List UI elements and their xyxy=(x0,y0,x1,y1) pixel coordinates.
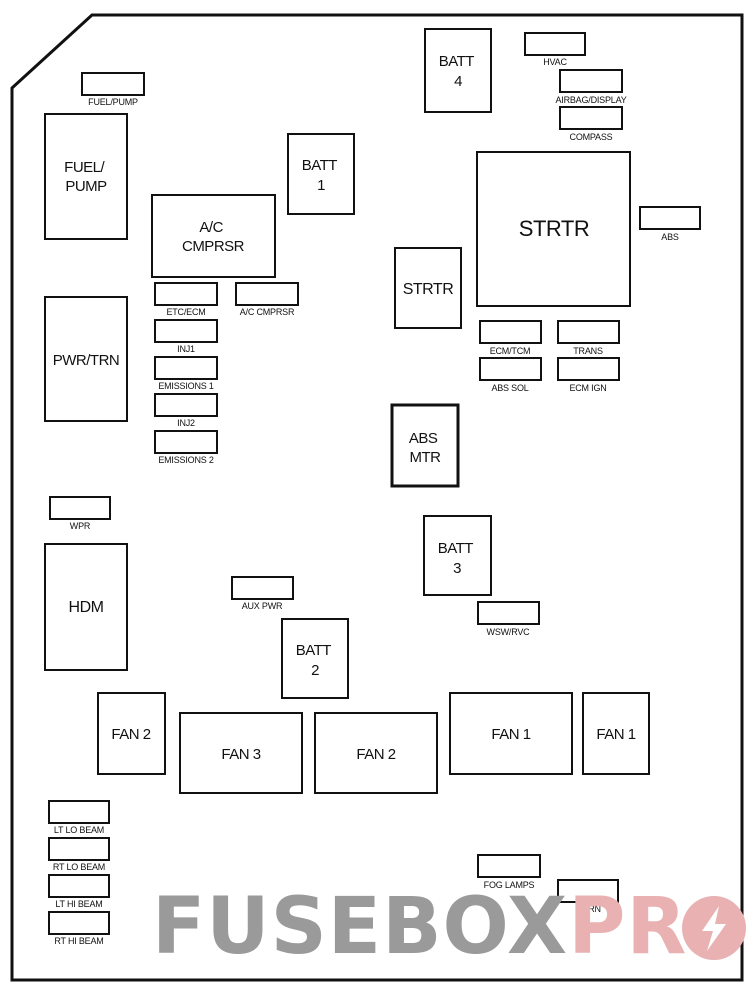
fuse-label-hvac: HVAC xyxy=(543,57,567,67)
relay-fan3-text: FAN 3 xyxy=(221,746,260,763)
fuse-label-fog-lamps: FOG LAMPS xyxy=(483,880,535,890)
fuse-fog-lamps xyxy=(477,854,541,878)
fuse-rt-lo-beam xyxy=(48,837,110,861)
fuse-label-wsw-rvc: WSW/RVC xyxy=(486,627,530,637)
relay-fuel-pump-line1: FUEL/ xyxy=(64,159,105,176)
fuse-wsw-rvc xyxy=(477,601,540,625)
relay-batt4-line2: 4 xyxy=(454,73,462,90)
relay-batt1-line1: BATT xyxy=(302,157,338,174)
fuse-lt-lo-beam xyxy=(48,800,110,824)
fuse-label-lt-lo-beam: LT LO BEAM xyxy=(53,825,105,835)
relay-abs-mtr-line1: ABS xyxy=(409,430,438,447)
relay-batt4 xyxy=(424,28,492,113)
fuse-label-trans: TRANS xyxy=(573,346,603,356)
relay-batt4-text: BATT 4 xyxy=(439,53,478,90)
relay-abs-mtr-text: ABS MTR xyxy=(409,430,441,466)
fuse-aux-pwr xyxy=(231,576,294,600)
relay-hdm xyxy=(44,543,128,671)
relay-strtr-small xyxy=(394,247,462,329)
relay-ac-cmprsr-line2: CMPRSR xyxy=(182,238,245,255)
relay-batt1-text: BATT 1 xyxy=(302,157,341,194)
relay-fan1-mid xyxy=(449,692,573,775)
relay-batt3-text: BATT 3 xyxy=(438,540,477,577)
relay-batt2 xyxy=(281,618,349,699)
fuse-abs-sol xyxy=(479,357,542,381)
relay-fan3 xyxy=(179,712,303,794)
fuse-inj1 xyxy=(154,319,218,343)
fuse-label-horn: HORN xyxy=(575,904,601,914)
relay-fan1-mid-text: FAN 1 xyxy=(491,726,530,743)
relay-pwr-trn xyxy=(44,296,128,422)
relay-fuel-pump-line2: PUMP xyxy=(65,178,107,195)
fuse-wpr xyxy=(49,496,111,520)
fuse-label-rt-lo-beam: RT LO BEAM xyxy=(52,862,106,872)
relay-fan2-mid xyxy=(314,712,438,794)
fuse-label-aux-pwr: AUX PWR xyxy=(241,601,283,611)
fuse-ecm-tcm xyxy=(479,320,542,344)
fuse-etc-ecm xyxy=(154,282,218,306)
fuse-horn xyxy=(557,879,619,903)
fuse-label-rt-hi-beam: RT HI BEAM xyxy=(54,936,104,946)
fuse-label-airbag-display: AIRBAG/DISPLAY xyxy=(555,95,627,105)
relay-batt4-line1: BATT xyxy=(439,53,475,70)
relay-fuel-pump-text: FUEL/ PUMP xyxy=(64,159,108,195)
relay-strtr-large xyxy=(476,151,631,307)
fuse-trans xyxy=(557,320,620,344)
relay-batt3-line2: 3 xyxy=(453,560,461,577)
relay-batt3 xyxy=(423,515,492,596)
relay-batt1 xyxy=(287,133,355,215)
fuse-compass xyxy=(559,106,623,130)
fuse-label-ecm-tcm: ECM/TCM xyxy=(489,346,531,356)
relay-hdm-text: HDM xyxy=(69,599,104,616)
fuse-label-etc-ecm: ETC/ECM xyxy=(166,307,206,317)
fuse-label-inj2: INJ2 xyxy=(177,418,195,428)
watermark-text-fusebox: FUSEBOX xyxy=(152,882,569,972)
relay-strtr-large-text: STRTR xyxy=(519,216,589,241)
fuse-label-lt-hi-beam: LT HI BEAM xyxy=(55,899,103,909)
fuse-hvac xyxy=(524,32,586,56)
fuse-label-ac-cmprsr: A/C CMPRSR xyxy=(239,307,295,317)
relay-fuel-pump xyxy=(44,113,128,240)
relay-batt2-line2: 2 xyxy=(311,662,319,679)
fuse-inj2 xyxy=(154,393,218,417)
relay-batt3-line1: BATT xyxy=(438,540,474,557)
fuse-abs xyxy=(639,206,701,230)
relay-abs-mtr xyxy=(390,403,460,488)
fuse-airbag-display xyxy=(559,69,623,93)
watermark-text-pr: PR xyxy=(568,882,688,972)
relay-pwr-trn-text: PWR/TRN xyxy=(53,352,120,369)
fuse-label-fuel-pump: FUEL/PUMP xyxy=(88,97,138,107)
fuse-label-abs: ABS xyxy=(661,232,679,242)
relay-batt2-text: BATT 2 xyxy=(296,642,335,679)
fuse-lt-hi-beam xyxy=(48,874,110,898)
fuse-emissions2 xyxy=(154,430,218,454)
fuse-rt-hi-beam xyxy=(48,911,110,935)
relay-strtr-small-text: STRTR xyxy=(403,281,454,298)
fuse-label-emissions2: EMISSIONS 2 xyxy=(158,455,214,465)
relay-ac-cmprsr xyxy=(151,194,276,278)
fuse-emissions1 xyxy=(154,356,218,380)
lightning-logo-icon xyxy=(682,896,746,960)
relay-fan2-left-text: FAN 2 xyxy=(111,726,150,743)
relay-ac-cmprsr-line1: A/C xyxy=(199,219,223,236)
relay-batt2-line1: BATT xyxy=(296,642,332,659)
relay-fan2-mid-text: FAN 2 xyxy=(356,746,395,763)
relay-fan2-left xyxy=(97,692,166,775)
fuse-label-inj1: INJ1 xyxy=(177,344,195,354)
fuse-label-compass: COMPASS xyxy=(569,132,613,142)
fuseboxpro-watermark: FUSEBOXPR xyxy=(152,888,687,966)
fuse-label-wpr: WPR xyxy=(69,521,91,531)
relay-ac-cmprsr-text: A/C CMPRSR xyxy=(182,219,245,255)
fuse-ac-cmprsr xyxy=(235,282,299,306)
relay-fan1-right-text: FAN 1 xyxy=(596,726,635,743)
fuse-label-abs-sol: ABS SOL xyxy=(491,383,529,393)
fuse-fuel-pump xyxy=(81,72,145,96)
relay-batt1-line2: 1 xyxy=(317,177,325,194)
fuse-label-ecm-ign: ECM IGN xyxy=(569,383,607,393)
relay-fan1-right xyxy=(582,692,650,775)
relay-abs-mtr-line2: MTR xyxy=(410,449,442,466)
fuse-label-emissions1: EMISSIONS 1 xyxy=(158,381,214,391)
fuse-ecm-ign xyxy=(557,357,620,381)
